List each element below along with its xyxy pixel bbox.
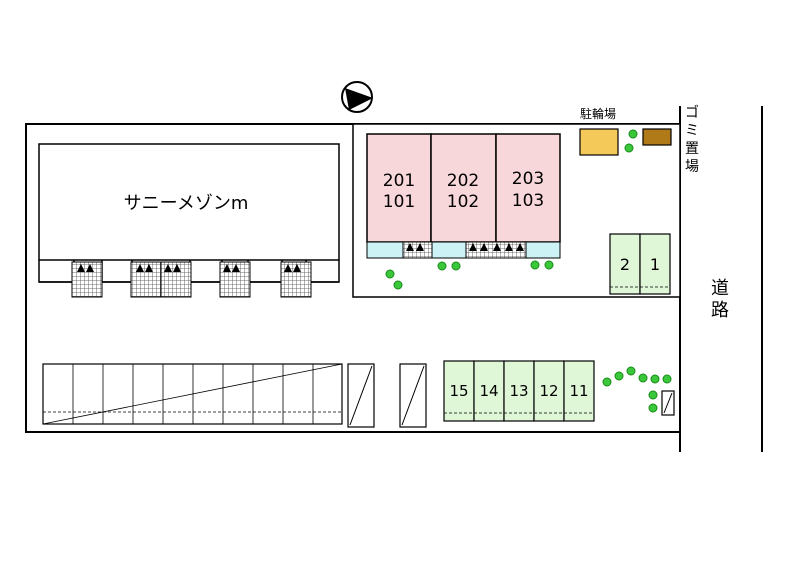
balcony: [525, 241, 561, 259]
bicycle-parking-label: 駐輪場: [580, 106, 616, 121]
north-arrow-icon: [341, 81, 373, 113]
unit-lower-label: 103: [512, 191, 544, 211]
unit-block: 201 101 202 102 203 103: [366, 133, 561, 259]
parking-space-label: 1: [650, 255, 660, 274]
unit-203-103: [495, 133, 561, 243]
balcony: [431, 241, 467, 259]
unit-upper-label: 202: [447, 171, 479, 191]
unit-upper-label: 201: [383, 171, 415, 191]
parking-space-label: 14: [479, 382, 498, 400]
parking-right: 2 1: [609, 233, 671, 295]
parking-space-label: 12: [539, 382, 558, 400]
parking-space-label: 2: [620, 255, 630, 274]
tree-icon: [385, 129, 672, 413]
parking-strip-left: [42, 363, 343, 425]
building-sunny-maison: サニーメゾンm: [38, 143, 340, 298]
unit-202-102: [430, 133, 497, 243]
building-name-label: サニーメゾンm: [124, 193, 249, 214]
parking-space-label: 13: [509, 382, 528, 400]
garbage-area-label: ゴミ置場: [685, 104, 699, 175]
parking-space-label: 11: [569, 382, 588, 400]
balcony: [366, 241, 404, 259]
unit-upper-label: 203: [512, 169, 544, 189]
parking-space-label: 15: [449, 382, 468, 400]
garbage-area: [642, 128, 672, 146]
parking-bottom: 15 14 13 12 11: [443, 360, 595, 422]
unit-lower-label: 101: [383, 192, 415, 212]
unit-lower-label: 102: [447, 192, 479, 212]
bicycle-parking-area: [579, 128, 619, 156]
road-label: 道路: [711, 278, 729, 321]
